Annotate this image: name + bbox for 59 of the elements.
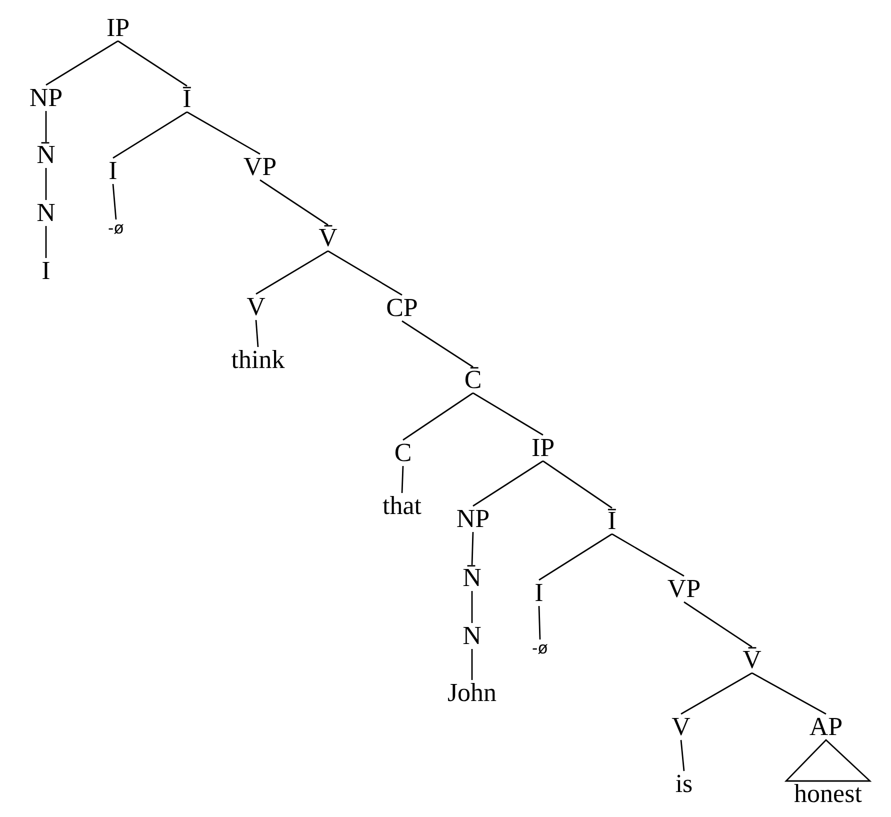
branch-line <box>46 40 118 86</box>
category-label: N̄ <box>462 565 482 591</box>
word-label: John <box>447 680 497 706</box>
branch-line <box>538 533 612 581</box>
branch-line <box>472 392 544 436</box>
word-label: is <box>675 771 693 797</box>
category-label: I <box>534 580 544 606</box>
category-label: CP <box>386 295 418 321</box>
category-label: I <box>108 158 118 184</box>
branch-line <box>680 672 752 715</box>
branch-line <box>680 740 685 772</box>
category-label: V̄ <box>742 647 762 673</box>
branch-line <box>255 320 259 348</box>
category-label: IP <box>531 435 555 461</box>
category-label: NP <box>29 85 63 111</box>
branch-line <box>401 466 404 494</box>
branch-line <box>256 250 328 295</box>
branch-line <box>45 111 47 142</box>
roof-triangle <box>784 739 872 782</box>
category-label: C̄ <box>464 367 482 393</box>
branch-line <box>684 601 752 648</box>
category-label: Ī <box>182 86 192 112</box>
category-label: IP <box>106 15 130 41</box>
branch-line <box>472 460 544 507</box>
branch-line <box>538 606 541 640</box>
branch-line <box>260 179 328 226</box>
category-label: V <box>672 714 690 740</box>
branch-line <box>112 111 188 159</box>
branch-line <box>328 250 402 296</box>
word-label: that <box>382 493 422 519</box>
category-label: Ī <box>608 508 616 534</box>
category-label: N̄ <box>36 142 56 168</box>
branch-line <box>471 591 473 623</box>
branch-line <box>45 226 47 258</box>
branch-line <box>45 168 47 200</box>
branch-line <box>112 184 117 220</box>
category-label: AP <box>809 714 843 740</box>
word-label: -ø <box>108 220 124 236</box>
word-label: think <box>231 347 285 373</box>
word-label: I <box>42 258 50 284</box>
category-label: N <box>462 623 482 649</box>
branch-line <box>186 111 260 155</box>
branch-line <box>402 320 474 368</box>
branch-line <box>542 460 612 509</box>
word-label: -ø <box>532 640 548 656</box>
branch-line <box>402 392 474 441</box>
branch-line <box>471 649 473 680</box>
branch-line <box>118 40 188 87</box>
category-label: NP <box>456 506 490 532</box>
word-label: honest <box>794 781 862 807</box>
category-label: VP <box>243 154 277 180</box>
branch-line <box>612 533 684 577</box>
branch-line <box>471 532 474 566</box>
branch-line <box>752 672 826 715</box>
category-label: C <box>394 440 412 466</box>
category-label: V̄ <box>318 225 338 251</box>
category-label: VP <box>667 576 701 602</box>
category-label: N <box>36 200 56 226</box>
category-label: V <box>246 294 266 320</box>
